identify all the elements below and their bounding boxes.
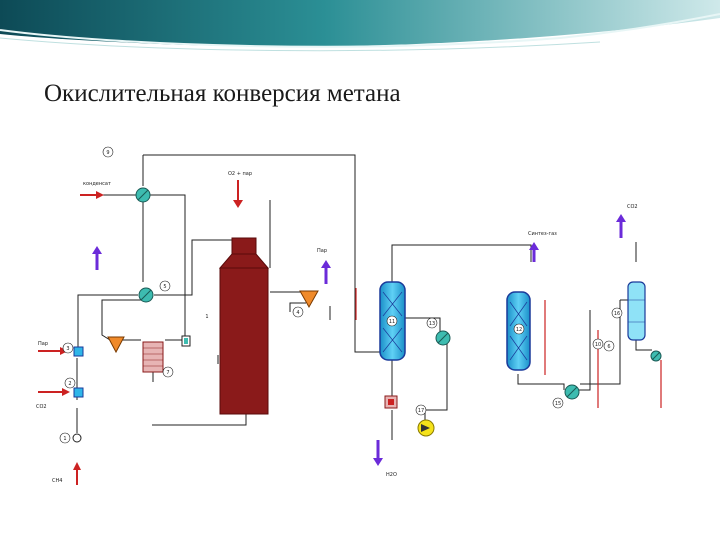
heat-exchanger-15: 15 [552, 384, 580, 409]
ch4-inlet: CH4 [52, 462, 81, 485]
scrubber-12: 12 [506, 291, 531, 371]
co2-in-label: CO2 [36, 404, 47, 410]
steam-drum [181, 335, 191, 347]
o2-steam-inlet: O2 + пар [228, 171, 252, 208]
reference-markers: 10 [592, 338, 604, 350]
compressor-1: 1 [59, 432, 82, 444]
synthesis-gas-label: Синтез-газ [528, 231, 557, 237]
piping [76, 154, 652, 440]
cooler-4: 4 [292, 290, 319, 318]
absorber-number: 16 [614, 311, 620, 317]
heat-exchanger-5: 5 [138, 280, 171, 303]
hx-13-number: 13 [429, 321, 435, 327]
reactor-1: 1 [205, 237, 270, 415]
cooler-number: 4 [296, 310, 299, 316]
ch4-label: CH4 [52, 478, 62, 484]
hx-right-number: 15 [555, 401, 561, 407]
steam-in-label: Пар [38, 341, 48, 347]
heater-9 [384, 395, 398, 409]
steam-out-label: Пар [317, 248, 327, 254]
small-hx-number: 6 [607, 344, 610, 350]
o2-steam-label: O2 + пар [228, 171, 252, 177]
boiler-7: 7 [142, 341, 174, 378]
pump-17: 17 [415, 404, 435, 437]
boiler-number: 7 [166, 370, 169, 376]
steam-outlet-left [92, 246, 102, 270]
condensate-inlet: конденсат [80, 181, 111, 199]
cooler-left [107, 336, 125, 354]
header-banner [0, 0, 720, 60]
heat-exchanger-small: 6 [603, 340, 662, 362]
condensate-label: конденсат [83, 181, 111, 187]
synthesis-gas-outlet: Синтез-газ [528, 231, 557, 262]
slide-title: Окислительная конверсия метана [44, 80, 401, 107]
co2-outlet: CO2 [616, 204, 638, 238]
steam-outlet-right: Пар [317, 248, 331, 284]
second-number: 10 [595, 342, 601, 348]
hx-mid-number: 5 [163, 284, 166, 290]
co2-out-label: CO2 [627, 204, 638, 210]
heat-exchanger-8: 9 [102, 146, 151, 203]
mixer-number: 3 [66, 346, 69, 352]
co2-inlet: CO2 [36, 388, 70, 410]
reactor-number: 1 [205, 314, 208, 320]
first-number: 1 [63, 436, 66, 442]
hx-top-ref: 9 [106, 150, 109, 156]
scrubber-number: 12 [516, 327, 522, 333]
h2o-outlet: H2O [373, 440, 397, 478]
separator-number: 11 [389, 319, 395, 325]
absorber-16: 16 [611, 281, 646, 341]
pump-number: 17 [418, 408, 424, 414]
h2o-label: H2O [386, 472, 397, 478]
mixer-2: 2 [64, 377, 84, 398]
mixer-3: 3 [62, 342, 84, 357]
valve-number: 2 [68, 381, 71, 387]
separator-11: 11 [379, 281, 406, 361]
heat-exchanger-13: 13 [426, 317, 451, 346]
